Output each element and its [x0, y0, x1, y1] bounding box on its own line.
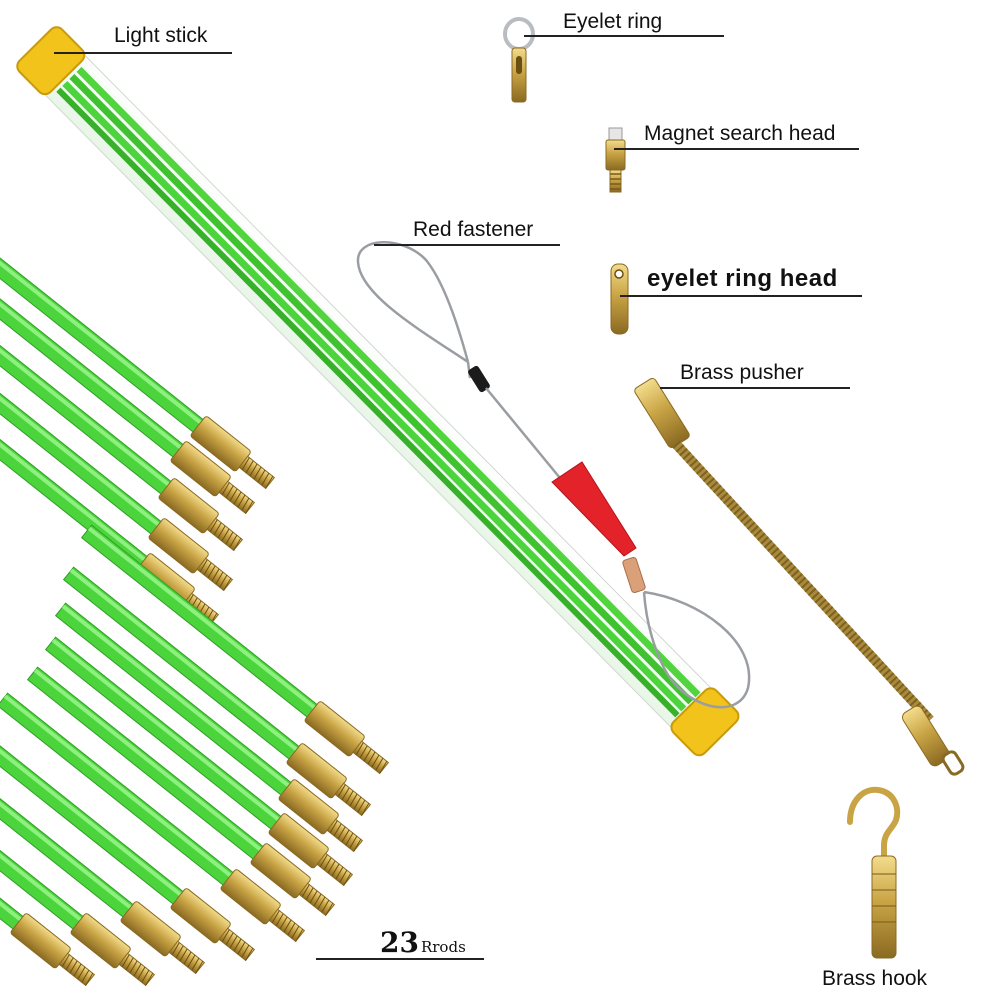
- underline-brass-pusher: [660, 387, 850, 389]
- underline-eyelet-ring-head: [620, 295, 862, 297]
- magnet-search-head-item: [605, 127, 626, 193]
- fiberglass-rods: [0, 239, 390, 987]
- rod: [80, 524, 390, 775]
- label-light-stick: Light stick: [114, 24, 208, 47]
- tube-cap-bottom: [670, 687, 740, 757]
- label-magnet-search-head: Magnet search head: [644, 122, 836, 145]
- tube-cap-top: [16, 26, 86, 96]
- rod: [0, 736, 156, 987]
- red-fastener-item: [356, 241, 751, 709]
- rod: [0, 711, 256, 962]
- rod: [62, 566, 372, 817]
- rod: [0, 341, 234, 592]
- label-brass-hook: Brass hook: [822, 967, 928, 990]
- underline-eyelet-ring: [524, 35, 724, 37]
- rod: [0, 376, 220, 627]
- label-eyelet-ring: Eyelet ring: [563, 10, 663, 33]
- rod: [0, 264, 256, 515]
- rod: [0, 301, 244, 552]
- underline-magnet-search-head: [614, 148, 859, 150]
- rod: [0, 239, 276, 490]
- rod: [44, 636, 354, 887]
- rod: [0, 724, 206, 975]
- underline-red-fastener: [374, 244, 560, 246]
- rod: [26, 666, 336, 917]
- underline-rod-count: [316, 958, 484, 960]
- eyelet-ring-head-item: [610, 263, 629, 335]
- rod-count-unit: Rrods: [420, 938, 466, 956]
- underline-light-stick: [54, 52, 232, 54]
- rod: [0, 692, 306, 943]
- eyelet-ring-item: [503, 17, 535, 103]
- rod-count-number: 23: [380, 926, 419, 959]
- label-brass-pusher: Brass pusher: [680, 361, 804, 384]
- label-red-fastener: Red fastener: [413, 218, 534, 241]
- light-stick-tube: [16, 26, 740, 757]
- brass-pusher-item: [634, 377, 965, 776]
- rod: [54, 602, 364, 853]
- rod: [0, 736, 96, 987]
- label-eyelet-ring-head: eyelet ring head: [647, 265, 838, 292]
- brass-hook-item: [847, 786, 901, 959]
